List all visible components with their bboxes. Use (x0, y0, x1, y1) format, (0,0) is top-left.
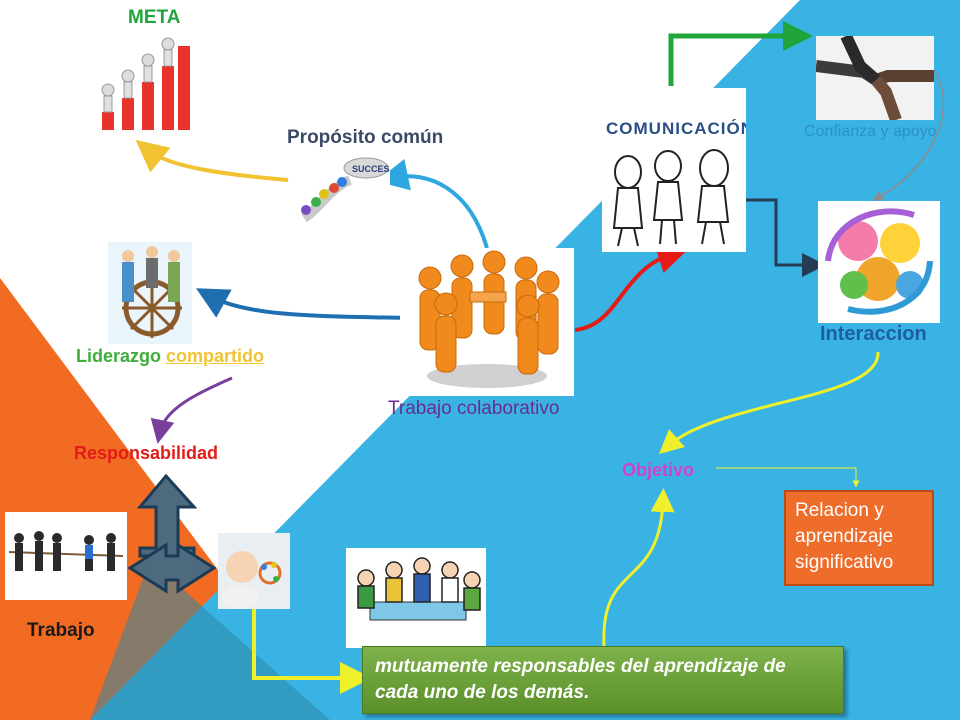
trabajo-label: Trabajo (27, 620, 95, 641)
liderazgo-label: Liderazgo compartido (76, 346, 264, 367)
interaccion-label: Interaccion (820, 323, 927, 345)
relacion-box: Relacion y aprendizaje significativo (784, 490, 934, 586)
comunicacion-image: COMUNICACIÓN (602, 88, 746, 252)
meeting-table-icon (357, 557, 481, 621)
confianza-label: Confianza y apoyo (804, 123, 937, 140)
ship-wheel-team-icon (108, 242, 192, 344)
comunicacion-text: COMUNICACIÓN (606, 119, 746, 138)
tug-of-war-icon (8, 531, 124, 571)
arrow-to-objetivo (658, 351, 880, 454)
objetivo-label: Objetivo (622, 460, 695, 480)
arrow-to-confianza (668, 21, 813, 86)
team-huddle-icon (418, 250, 560, 388)
baby-toy-icon (218, 533, 290, 609)
arrow-to-liderazgo (195, 288, 409, 320)
trabajo-image (5, 512, 127, 600)
arrow-to-meta (135, 139, 289, 182)
meta-label: META (128, 7, 181, 28)
arrow-to-interaccion (738, 198, 826, 277)
arrow-confianza-interaccion (872, 69, 945, 201)
success-path-icon: SUCCESS (301, 157, 390, 223)
arrow-to-mutua (252, 608, 372, 694)
success-text: SUCCESS (352, 164, 390, 174)
liderazgo-word: Liderazgo (76, 346, 167, 366)
interaccion-image (818, 201, 940, 323)
bar-chart-people-icon (101, 37, 190, 130)
arrow-to-relacion (716, 467, 860, 488)
responsabilidad-label: Responsabilidad (74, 443, 219, 463)
confianza-image (816, 36, 934, 120)
trabajo-colaborativo-label: Trabajo colaborativo (388, 398, 560, 419)
four-way-arrow (127, 473, 217, 594)
baby-image (218, 533, 290, 609)
linked-hands-icon (816, 36, 934, 120)
liderazgo-image (108, 242, 192, 344)
colorful-faces-icon (825, 208, 933, 315)
meeting-image (346, 548, 486, 648)
meta-image (86, 30, 198, 138)
proposito-image: SUCCESS (290, 148, 390, 228)
arrow-mutua-objetivo (602, 488, 675, 647)
people-talking-icon: COMUNICACIÓN (606, 119, 746, 247)
compartido-word: compartido (166, 346, 265, 366)
trabajo-colaborativo-image (400, 248, 574, 396)
proposito-label: Propósito común (287, 127, 444, 148)
arrow-to-proposito (376, 159, 489, 249)
arrow-to-comunicacion (574, 242, 690, 332)
mutuamente-box: mutuamente responsables del aprendizaje … (362, 646, 844, 714)
arrow-to-responsabilidad (150, 376, 233, 444)
